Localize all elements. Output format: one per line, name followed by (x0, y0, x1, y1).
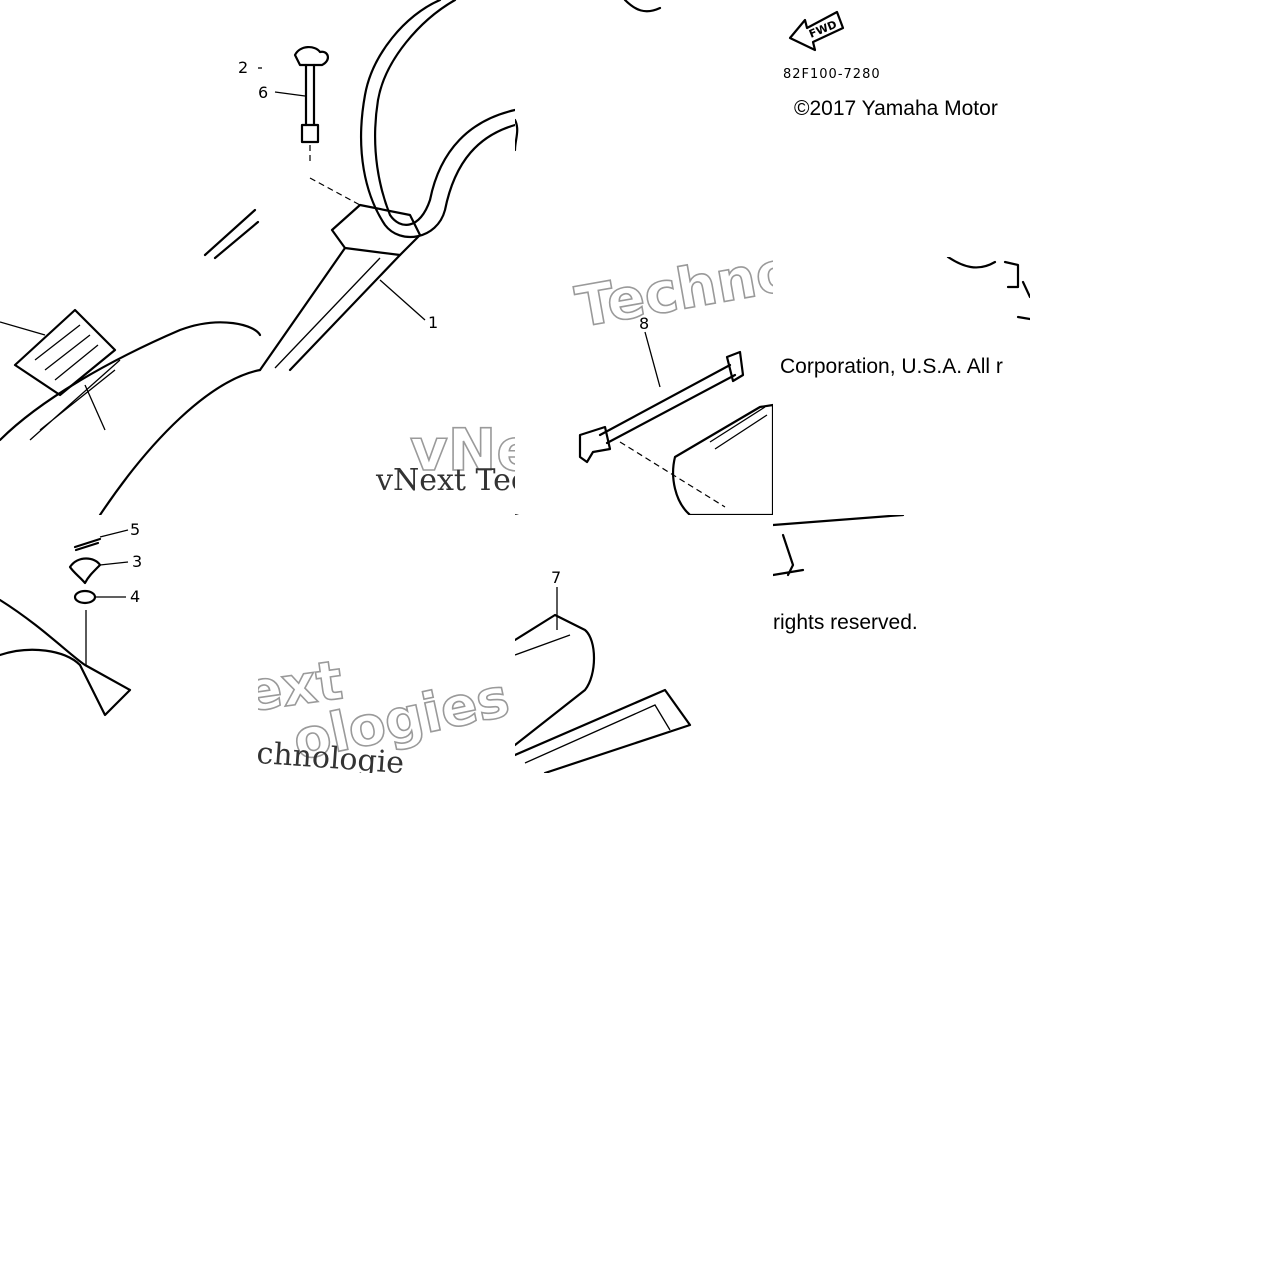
diagram-tile-fender-end: 5 3 4 (0, 515, 258, 773)
part-code: 82F100-7280 (783, 67, 881, 82)
copyright-line-3: rights reserved. (773, 611, 918, 634)
callout-5: 5 (130, 520, 140, 539)
leader-6 (274, 91, 306, 97)
copyright-line-2: Corporation, U.S.A. All r (780, 355, 1003, 378)
frame-curve (946, 257, 997, 269)
bolt-thread (300, 123, 320, 144)
fender-rail-drawing: 2 6 1 vNe vNext Tec (0, 0, 515, 515)
diagram-tile-frame-corner: Corporation, U.S.A. All r (773, 257, 1030, 515)
seat-block (672, 403, 773, 515)
fender-outline-inner (359, 0, 515, 239)
label-leader (0, 321, 46, 336)
watermark-vne: vNe (410, 416, 515, 484)
frame-drawing (773, 515, 905, 577)
strap-band (598, 363, 737, 445)
rail-lower (288, 253, 402, 372)
leader-1 (379, 279, 426, 321)
callout-7: 7 (551, 568, 561, 587)
watermark-drawing: ext ologies chnologie (258, 648, 515, 773)
leader-5 (99, 529, 129, 538)
seat-embossing (709, 406, 768, 450)
rail-groove (274, 257, 381, 369)
diagram-tile-seat: 7 (515, 515, 773, 773)
top-cap (623, 0, 662, 13)
watermark-vnext-tec: vNext Tec (375, 463, 515, 498)
label-lines (34, 324, 99, 381)
strap-end-right (725, 350, 745, 383)
frame-bracket (1003, 260, 1030, 321)
copyright-line-1: ©2017 Yamaha Motor (794, 97, 998, 120)
left-fender-trim (29, 359, 121, 441)
watermark-ext: ext (258, 648, 346, 724)
seat-strap-drawing: 8 Techno ologies (515, 257, 773, 515)
fender-end-drawing: 5 3 4 (0, 520, 142, 717)
rail-upper (258, 246, 347, 372)
callout-2: 2 (238, 58, 248, 77)
diagram-tile-frame: rights reserved. (773, 515, 1030, 773)
diagram-tile-seat-strap: 8 Techno ologies (515, 257, 773, 515)
wing-bolt-head (293, 46, 329, 67)
wing-nut (68, 557, 102, 585)
strap-axis (619, 441, 726, 508)
left-fender-edge (98, 368, 262, 515)
watermark-techno: Techno (571, 257, 773, 341)
left-fender-top (0, 321, 262, 442)
diagram-tile-watermark: ext ologies chnologie (258, 515, 515, 773)
strap-buckle (578, 425, 612, 464)
frame-corner-drawing (946, 257, 1030, 321)
leader-8 (644, 331, 661, 388)
fender-tip (515, 118, 519, 152)
seat-base (515, 688, 692, 773)
callout-6: 6 (258, 83, 268, 102)
fender-outline (374, 0, 515, 226)
washer (73, 589, 97, 605)
seat-cushion (515, 613, 595, 747)
bolt-axis (309, 145, 361, 206)
watermark-ologies: ologies (515, 496, 524, 515)
fender-end-curve (0, 598, 132, 717)
frame-box (781, 533, 795, 577)
fwd-arrow-icon: FWD (788, 10, 845, 52)
frame-fragment (203, 208, 260, 260)
callout-8: 8 (639, 314, 649, 333)
leader-3 (99, 561, 129, 566)
label-plate (13, 308, 117, 397)
callout-4: 4 (130, 587, 140, 606)
frame-rail (773, 515, 905, 577)
diagram-tile-fender-rail: 2 6 1 vNe vNext Tec (0, 0, 515, 515)
split-pin (73, 537, 102, 552)
label-leader-2 (84, 384, 106, 431)
bolt-shaft (304, 63, 316, 127)
header-drawing: FWD 82F100-7280 (515, 0, 881, 152)
diagram-tile-header: FWD 82F100-7280 ©2017 Yamaha Motor (515, 0, 1030, 257)
callout-1: 1 (428, 313, 438, 332)
seat-drawing: 7 (515, 568, 692, 773)
callout-3: 3 (132, 552, 142, 571)
seat-base-inner (524, 704, 671, 764)
seat-cushion-seam (515, 634, 571, 656)
fender-end-inner (0, 648, 82, 667)
